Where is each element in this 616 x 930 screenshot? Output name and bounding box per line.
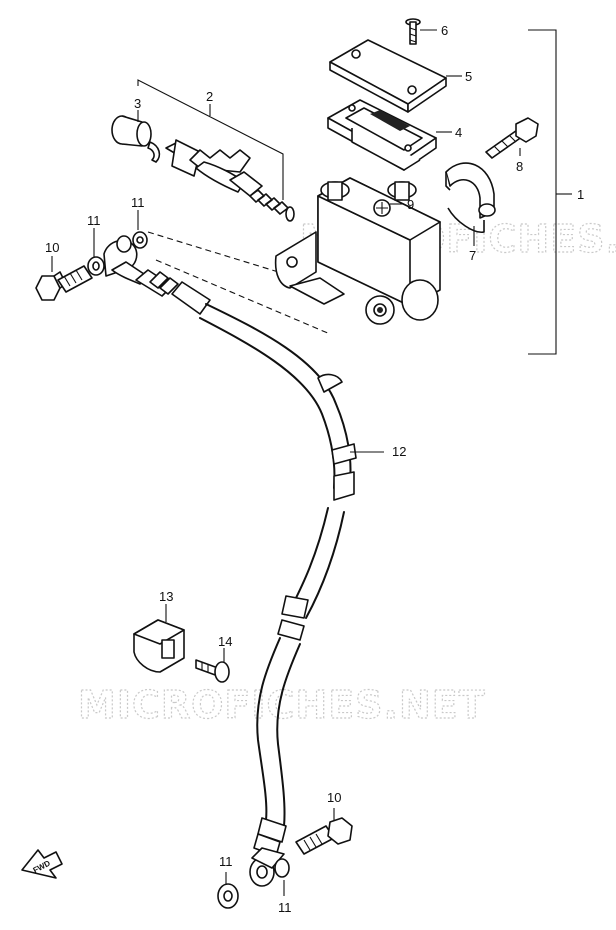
callout-6: 6	[441, 23, 448, 38]
callout-13: 13	[159, 589, 173, 604]
callout-4: 4	[455, 125, 462, 140]
callout-11-lower-b: 11	[278, 900, 292, 915]
callout-10-upper: 10	[45, 240, 59, 255]
hose-clamp	[133, 604, 185, 673]
callout-1: 1	[577, 187, 584, 202]
reservoir-cap	[329, 39, 462, 113]
brake-hose	[135, 269, 384, 857]
callout-3: 3	[134, 96, 141, 111]
master-cylinder	[274, 177, 441, 325]
callout-9: 9	[407, 197, 414, 212]
upper-union	[35, 210, 151, 301]
callout-14: 14	[218, 634, 232, 649]
assembly-guides	[147, 231, 331, 335]
clamp-screw	[195, 648, 230, 683]
callout-7: 7	[469, 248, 476, 263]
holder-bolt	[485, 117, 539, 159]
cap-screw	[405, 18, 437, 45]
bracket-2	[137, 79, 284, 200]
lower-union	[217, 808, 353, 909]
fwd-arrow-icon: FWD	[21, 849, 63, 879]
callout-12: 12	[392, 444, 406, 459]
callout-8: 8	[516, 159, 523, 174]
diaphragm	[327, 99, 452, 171]
piston-kit	[165, 139, 295, 222]
callout-10-lower: 10	[327, 790, 341, 805]
watermark-lower: MICROFICHES.NET	[78, 683, 486, 727]
callout-11-upper-b: 11	[131, 195, 145, 210]
callout-11-upper-a: 11	[87, 213, 101, 228]
holder	[445, 162, 496, 246]
boot	[111, 110, 161, 163]
callout-2: 2	[206, 89, 213, 104]
callout-5: 5	[465, 69, 472, 84]
bracket-1	[528, 29, 572, 355]
callout-11-lower-a: 11	[219, 854, 233, 869]
